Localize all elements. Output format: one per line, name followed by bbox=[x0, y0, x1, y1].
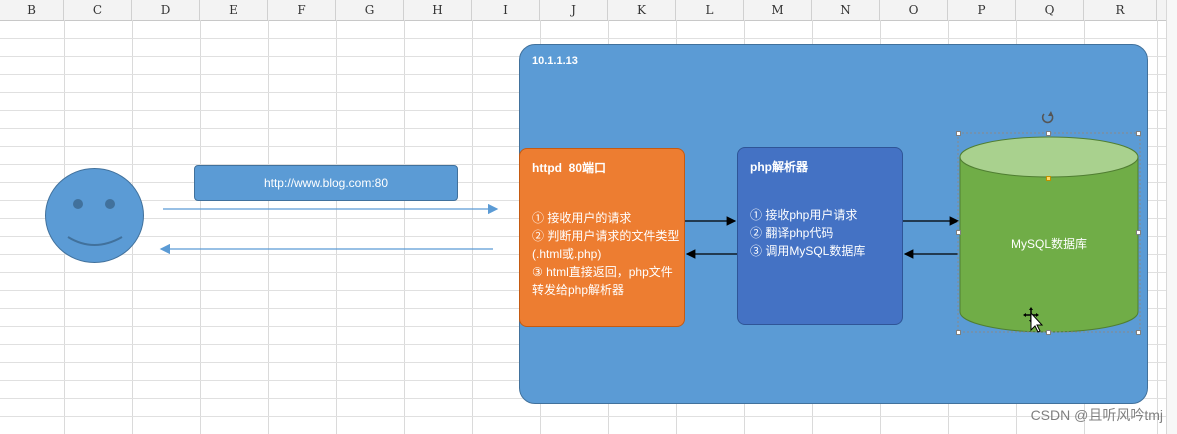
server-ip-label: 10.1.1.13 bbox=[532, 55, 578, 67]
column-header-d[interactable]: D bbox=[132, 0, 200, 20]
resize-handle-right[interactable] bbox=[1136, 230, 1141, 235]
grid-column-line bbox=[336, 20, 337, 434]
resize-handle-left[interactable] bbox=[956, 230, 961, 235]
httpd-step-3: ③ html直接返回，php文件转发给php解析器 bbox=[532, 265, 673, 297]
httpd-box[interactable]: httpd 80端口 ① 接收用户的请求 ② 判断用户请求的文件类型(.html… bbox=[519, 148, 685, 327]
csdn-watermark: CSDN @且听风吟tmj bbox=[1030, 407, 1163, 423]
column-header-f[interactable]: F bbox=[268, 0, 336, 20]
grid-column-line bbox=[404, 20, 405, 434]
grid-column-line bbox=[200, 20, 201, 434]
column-header-n[interactable]: N bbox=[812, 0, 880, 20]
resize-handle-top-right[interactable] bbox=[1136, 131, 1141, 136]
url-text: http://www.blog.com:80 bbox=[263, 176, 389, 190]
httpd-step-2: ② 判断用户请求的文件类型(.html或.php) bbox=[532, 229, 680, 261]
php-parser-box[interactable]: php解析器 ① 接收php用户请求 ② 翻译php代码 ③ 调用MySQL数据… bbox=[737, 147, 903, 325]
resize-handle-top[interactable] bbox=[1046, 131, 1051, 136]
column-header-bar: B C D E F G H I J K L M N O P Q R bbox=[0, 0, 1177, 21]
resize-handle-bottom[interactable] bbox=[1046, 330, 1051, 335]
column-header-c[interactable]: C bbox=[64, 0, 132, 20]
rotate-handle-arrow bbox=[1048, 111, 1053, 116]
url-request-box[interactable]: http://www.blog.com:80 bbox=[194, 165, 458, 201]
move-cursor-icon bbox=[1023, 307, 1044, 333]
column-header-o[interactable]: O bbox=[880, 0, 948, 20]
column-header-m[interactable]: M bbox=[744, 0, 812, 20]
resize-handle-bottom-left[interactable] bbox=[956, 330, 961, 335]
column-header-b[interactable]: B bbox=[0, 0, 64, 20]
php-step-2: ② 翻译php代码 bbox=[750, 226, 834, 240]
smiley-face-icon bbox=[67, 199, 123, 246]
vertical-scrollbar[interactable] bbox=[1166, 0, 1177, 434]
column-header-q[interactable]: Q bbox=[1016, 0, 1084, 20]
user-smiley-shape[interactable] bbox=[45, 168, 144, 263]
grid-column-line bbox=[1157, 20, 1158, 434]
grid-column-line bbox=[472, 20, 473, 434]
column-header-e[interactable]: E bbox=[200, 0, 268, 20]
resize-handle-bottom-right[interactable] bbox=[1136, 330, 1141, 335]
column-header-j[interactable]: J bbox=[540, 0, 608, 20]
rotate-handle-icon[interactable] bbox=[1041, 113, 1054, 124]
resize-handle-top-left[interactable] bbox=[956, 131, 961, 136]
shape-adjust-handle[interactable] bbox=[1046, 176, 1051, 181]
column-header-k[interactable]: K bbox=[608, 0, 676, 20]
php-step-1: ① 接收php用户请求 bbox=[750, 208, 858, 222]
column-header-r[interactable]: R bbox=[1084, 0, 1157, 20]
grid-row-line bbox=[0, 38, 1177, 39]
mysql-label: MySQL数据库 bbox=[1010, 237, 1087, 251]
column-header-g[interactable]: G bbox=[336, 0, 404, 20]
column-header-h[interactable]: H bbox=[404, 0, 472, 20]
grid-row-line bbox=[0, 416, 1177, 417]
column-header-p[interactable]: P bbox=[948, 0, 1016, 20]
grid-column-line bbox=[268, 20, 269, 434]
column-header-l[interactable]: L bbox=[676, 0, 744, 20]
httpd-step-1: ① 接收用户的请求 bbox=[532, 211, 632, 225]
column-header-i[interactable]: I bbox=[472, 0, 540, 20]
php-step-3: ③ 调用MySQL数据库 bbox=[750, 244, 866, 258]
php-parser-title: php解析器 bbox=[750, 160, 808, 174]
mysql-cylinder[interactable] bbox=[959, 136, 1139, 333]
httpd-title: httpd 80端口 bbox=[532, 161, 606, 175]
